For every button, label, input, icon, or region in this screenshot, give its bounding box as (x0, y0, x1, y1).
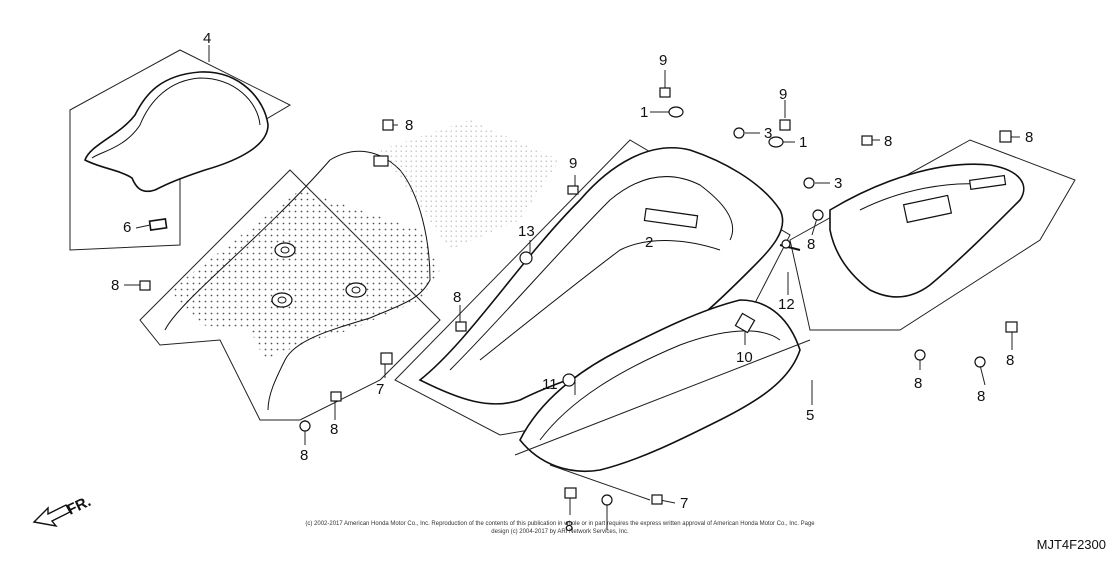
nut-icon (803, 177, 815, 189)
rear-cowl-frame (789, 139, 1076, 331)
callout-1: 1 (640, 104, 648, 121)
callout-8: 8 (977, 388, 985, 405)
bolt-icon (651, 494, 663, 505)
nut-icon (974, 356, 986, 368)
rear-frame-rail (449, 176, 734, 371)
callout-13: 13 (518, 223, 535, 240)
callout-9: 9 (659, 52, 667, 69)
nut-icon (562, 373, 576, 387)
fasteners (139, 87, 1018, 506)
nut-icon (914, 349, 926, 361)
callout-7: 7 (376, 381, 384, 398)
nut-icon (733, 127, 745, 139)
callout-2: 2 (645, 234, 653, 251)
bolt-icon (564, 487, 577, 499)
bolt-icon (139, 280, 151, 291)
callout-3: 3 (764, 125, 772, 142)
grommet-center (351, 286, 361, 294)
callout-7: 7 (680, 495, 688, 512)
rear-frame-rail (479, 240, 721, 361)
callout-8: 8 (405, 117, 413, 134)
callout-8: 8 (330, 421, 338, 438)
fade-shading (380, 120, 560, 250)
rear-cowl-group (789, 139, 1076, 331)
front-label: FR. (65, 493, 94, 519)
bolt-icon (380, 352, 393, 365)
seat (84, 71, 269, 193)
callout-8: 8 (1006, 352, 1014, 369)
nut-icon (812, 209, 824, 221)
callout-1: 1 (799, 134, 807, 151)
nut-icon (299, 420, 311, 432)
bolt-icon (779, 119, 791, 131)
callout-8: 8 (111, 277, 119, 294)
callout-11: 11 (542, 376, 558, 393)
leader-lines (124, 45, 1020, 530)
bolt-icon (861, 135, 873, 146)
callout-8: 8 (807, 236, 815, 253)
grommet (274, 242, 296, 258)
nut-icon (519, 251, 533, 265)
under-cover-group (514, 299, 811, 472)
seat-edge (91, 77, 261, 159)
callout-9: 9 (779, 86, 787, 103)
grommet (345, 282, 367, 298)
callout-6: 6 (123, 219, 131, 236)
clip (373, 155, 389, 167)
inner-cover-shading (170, 190, 440, 360)
nut-icon (601, 494, 613, 506)
under-cover (519, 299, 801, 472)
rear-frame (418, 147, 784, 405)
bolt-icon (659, 87, 671, 98)
callout-3: 3 (834, 175, 842, 192)
grommet (271, 292, 293, 308)
diagram-code: MJT4F2300 (1036, 537, 1106, 552)
rear-cowl-vent (968, 174, 1007, 190)
clip-icon (734, 312, 756, 334)
callout-9: 9 (569, 155, 577, 172)
seat-group (69, 49, 292, 251)
bolt-icon (330, 391, 342, 402)
grommet-center (280, 246, 290, 254)
rear-cowl-emblem (902, 194, 953, 224)
under-cover-edge (539, 330, 781, 441)
callout-8: 8 (300, 447, 308, 464)
screw-icon (779, 239, 801, 251)
bolt-icon (382, 119, 394, 131)
callout-8: 8 (884, 133, 892, 150)
inner-cover-outline (164, 150, 431, 411)
bolt-icon (1005, 321, 1018, 333)
seat-label-sticker (148, 218, 168, 231)
bolt-icon (567, 185, 579, 195)
callout-8: 8 (565, 518, 573, 535)
callout-12: 12 (778, 296, 795, 313)
rear-cowl (829, 163, 1025, 298)
callout-8: 8 (914, 375, 922, 392)
callout-5: 5 (806, 407, 814, 424)
callout-10: 10 (736, 349, 753, 366)
grommet-center (277, 296, 287, 304)
grommet-icon (668, 106, 684, 118)
bolt-icon (455, 321, 467, 332)
callout-8: 8 (453, 289, 461, 306)
copyright-notice: (c) 2002-2017 American Honda Motor Co., … (305, 521, 815, 535)
bolt-icon (999, 130, 1012, 143)
callouts: 4 6 8 8 8 7 8 8 9 1 9 2 13 11 10 12 9 1 … (111, 30, 1033, 535)
grommet-icon (768, 136, 784, 148)
frame-line (514, 339, 811, 456)
callout-4: 4 (203, 30, 211, 47)
front-arrow-icon (32, 504, 71, 528)
callout-8: 8 (1025, 129, 1033, 146)
inner-cover-group (139, 120, 560, 421)
rubber-pad (643, 207, 699, 229)
